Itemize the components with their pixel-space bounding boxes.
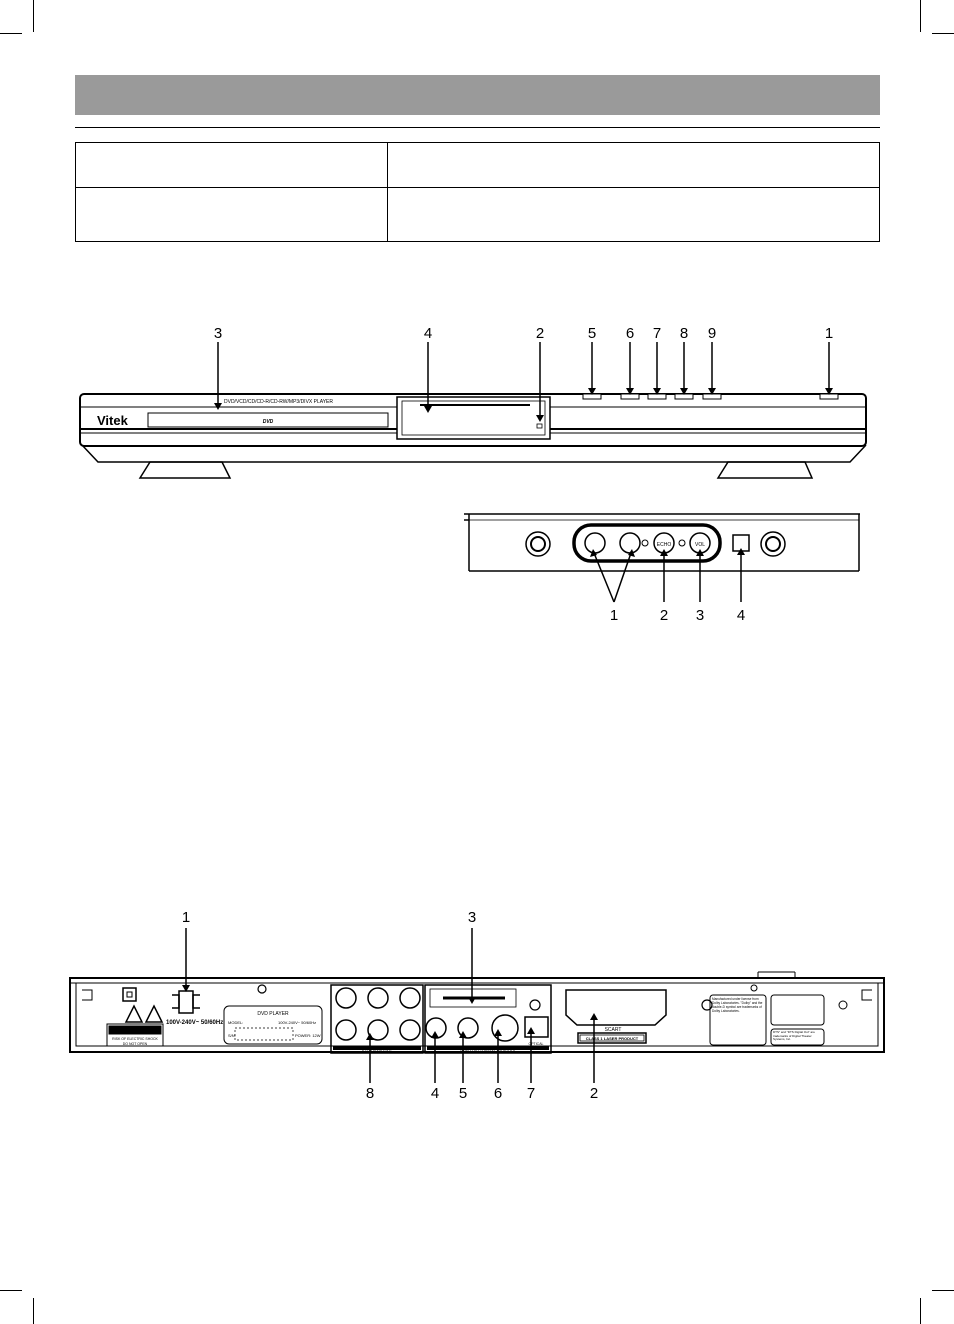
callout-label: 9 [708,325,716,342]
echo-knob-label: ECHO [657,542,672,548]
callout-label: 4 [431,1085,439,1102]
callout-label: 1 [610,607,618,624]
callout-label: 8 [366,1085,374,1102]
mic-volume-label: VOL [695,542,705,548]
optical-label: OPTICAL [529,1042,544,1046]
rating-voltage: 100V-240V~ 50/60Hz [278,1020,316,1025]
callout-label: 1 [825,325,833,342]
callout-label: 3 [696,607,704,624]
callout-label: 2 [536,325,544,342]
voltage-label: 100V-240V~ 50/60Hz [166,1020,223,1026]
section-header-bar [75,75,880,115]
disc-tray-label: DVD [263,419,274,425]
crop-mark [920,1298,921,1324]
formats-text: DVD/VCD/CD/CD-R/CD-RW/MP3/DIVX PLAYER [224,399,333,405]
table-row [75,187,880,242]
callout-label: 3 [468,909,476,926]
laser-label: CLASS 1 LASER PRODUCT [586,1036,639,1041]
crop-mark [932,33,954,34]
crop-mark [33,0,34,32]
dolby-notice-text: Manufactured under license from Dolby La… [712,997,763,1013]
rating-model: MODEL: [228,1020,243,1025]
caution-line: RISK OF ELECTRIC SHOCK [112,1037,158,1041]
crop-mark [0,1290,22,1291]
brand-logo: Vitek [97,413,129,428]
caution-title: CAUTION [124,1029,147,1035]
callout-label: 4 [737,607,745,624]
divider [75,127,880,128]
crop-mark [932,1290,954,1291]
crop-mark [0,33,22,34]
crop-mark [920,0,921,32]
table-cell [387,187,880,242]
spec-table [75,142,880,242]
dts-notice: DTS" and "DTS Digital Out" are trademark… [773,1031,815,1042]
front-panel-diagram [79,342,867,479]
callout-label: 2 [590,1085,598,1102]
rating-title: DVD PLAYER [257,1011,289,1017]
caution-line: DO NOT OPEN [123,1042,148,1046]
video-out-label: VIDEO OUT / DIGITAL AUDIO OUT [460,1049,516,1053]
callout-label: 2 [660,607,668,624]
dts-notice-text: DTS" and "DTS Digital Out" are trademark… [773,1031,815,1042]
callout-label: 7 [527,1085,535,1102]
table-cell [75,142,388,188]
dolby-notice: Manufactured under license from Dolby La… [712,997,763,1013]
rear-panel-diagram [69,928,885,1083]
callout-label: 1 [182,909,190,926]
callout-label: 3 [214,325,222,342]
scart-label: SCART [605,1027,622,1033]
rating-sn: S/N: [228,1033,236,1038]
crop-mark [33,1298,34,1324]
audio-out-label: 5.1CH AUDIO OUT [362,1049,393,1053]
callout-label: 6 [626,325,634,342]
callout-label: 4 [424,325,432,342]
callout-label: 7 [653,325,661,342]
callout-label: 6 [494,1085,502,1102]
callout-label: 5 [459,1085,467,1102]
mic-panel-diagram [464,513,860,603]
table-cell [75,187,388,242]
callout-label: 8 [680,325,688,342]
callout-label: 5 [588,325,596,342]
rating-power: POWER: 12W [295,1033,321,1038]
